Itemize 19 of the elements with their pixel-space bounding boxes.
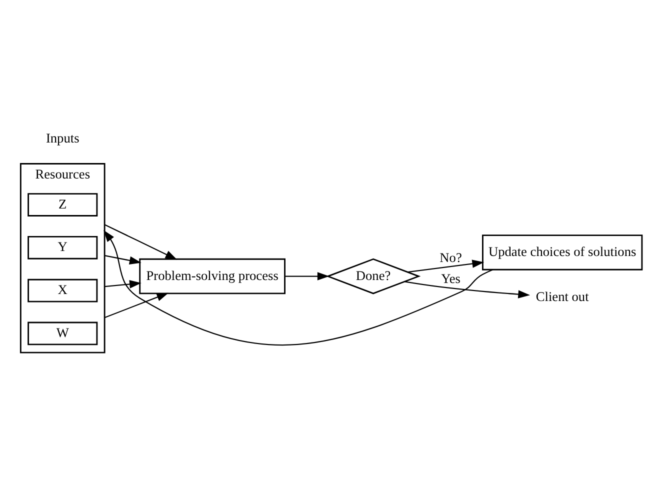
node-box: W	[28, 322, 98, 346]
node-box: Update choices of solutions	[482, 234, 643, 270]
node-box: Y	[28, 236, 98, 260]
arrow	[104, 292, 169, 318]
node-diamond: Done?	[326, 258, 421, 294]
arrow	[408, 260, 484, 273]
arrow	[404, 281, 530, 298]
node-box: X	[28, 278, 98, 302]
arrow	[104, 255, 142, 265]
arrow	[104, 280, 142, 288]
arrow	[104, 230, 494, 346]
label: Inputs	[46, 130, 80, 146]
node-box: Problem-solving process	[139, 258, 286, 294]
edge-label: No?	[440, 250, 462, 266]
arrow	[104, 224, 178, 260]
edge-label: Yes	[441, 271, 460, 286]
node-box: Z	[28, 193, 98, 216]
node-text: Client out	[536, 288, 589, 304]
arrow	[284, 272, 330, 280]
